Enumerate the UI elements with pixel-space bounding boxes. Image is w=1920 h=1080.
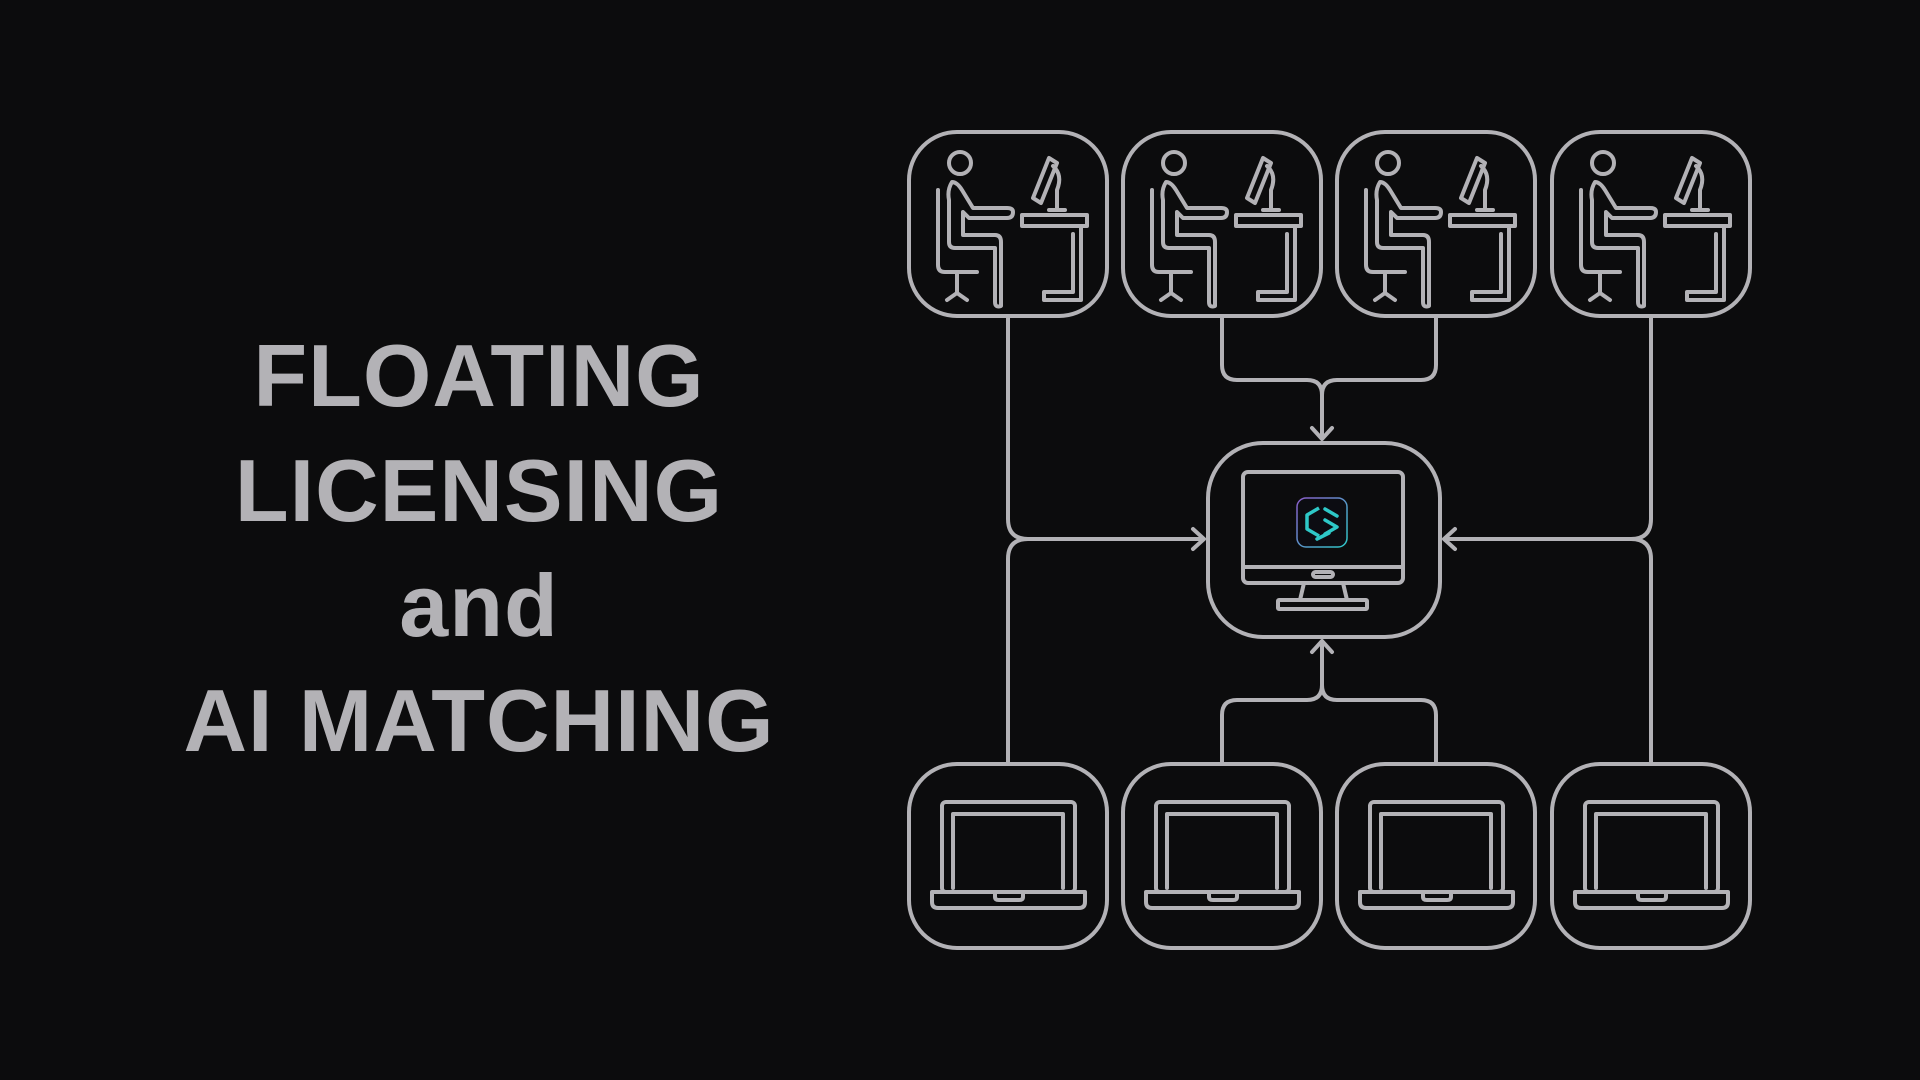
laptop-icon [1121, 762, 1323, 950]
laptop-icon [1550, 762, 1752, 950]
line-top-3 [1320, 316, 1438, 397]
arrow-left-icon [1442, 527, 1457, 551]
line-top-2 [1220, 316, 1324, 439]
headline-line-1: FLOATING [253, 326, 705, 425]
line-top-4 [1444, 316, 1653, 541]
line-bottom-2 [1220, 641, 1324, 764]
headline-line-3: and [399, 556, 559, 655]
laptop-icon [1335, 762, 1537, 950]
laptop-icon [907, 762, 1109, 950]
line-bottom-1 [1006, 537, 1030, 764]
headline-line-4: AI MATCHING [183, 671, 775, 770]
workstation-user-icon [1335, 130, 1537, 318]
license-server-node [1206, 441, 1442, 639]
line-top-1 [1006, 316, 1204, 541]
workstation-user-icon [1121, 130, 1323, 318]
workstation-user-icon [907, 130, 1109, 318]
line-bottom-3 [1320, 683, 1438, 764]
arrow-down-icon [1310, 426, 1334, 441]
app-logo-icon [1296, 497, 1348, 548]
line-bottom-4 [1629, 537, 1653, 764]
monitor-icon [1241, 470, 1405, 611]
headline-line-2: LICENSING [234, 441, 724, 540]
connector-lines [1006, 316, 1653, 764]
headline: FLOATING LICENSING and AI MATCHING [129, 318, 829, 778]
workstation-user-icon [1550, 130, 1752, 318]
arrow-right-icon [1191, 527, 1206, 551]
arrow-up-icon [1310, 639, 1334, 654]
